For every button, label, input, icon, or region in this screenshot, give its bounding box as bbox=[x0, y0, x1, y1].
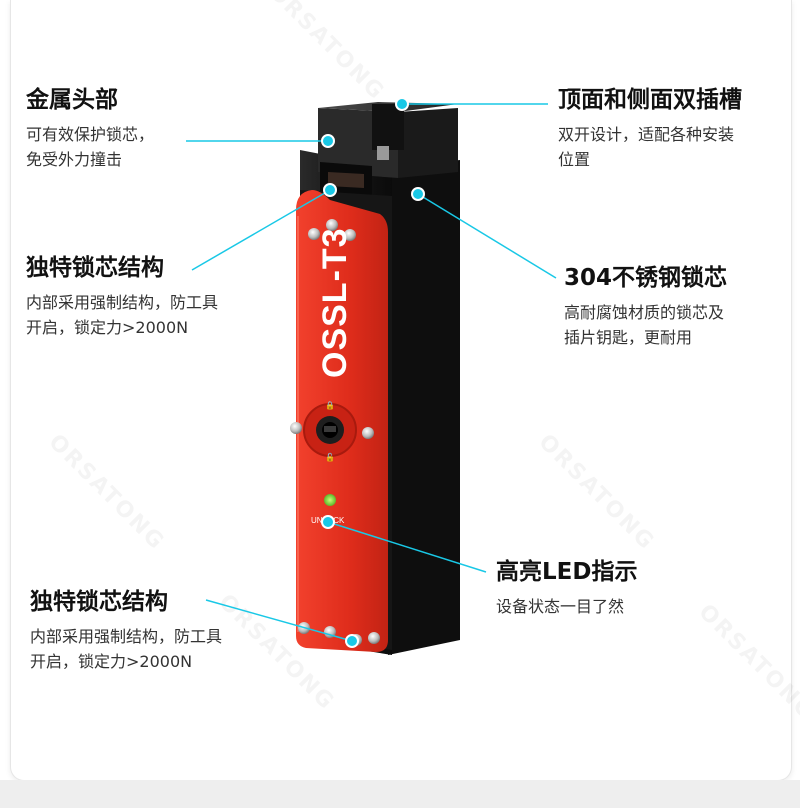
screw bbox=[362, 427, 374, 439]
desc-line: 高耐腐蚀材质的锁芯及 bbox=[564, 303, 725, 322]
feature-title: 304不锈钢锁芯 bbox=[564, 265, 728, 291]
screw bbox=[344, 229, 356, 241]
feature-desc: 双开设计，适配各种安装 位置 bbox=[558, 122, 742, 172]
feature-desc: 可有效保护锁芯， 免受外力撞击 bbox=[26, 122, 154, 172]
desc-line: 内部采用强制结构，防工具 bbox=[30, 627, 223, 646]
side-slot-inner bbox=[328, 172, 364, 188]
screw bbox=[368, 632, 380, 644]
metal-head-side bbox=[398, 108, 458, 178]
screw bbox=[290, 422, 302, 434]
callout-led bbox=[327, 521, 487, 573]
feature-core-top: 独特锁芯结构 内部采用强制结构，防工具 开启，锁定力>2000N bbox=[26, 254, 218, 340]
svg-text:🔓: 🔓 bbox=[325, 452, 335, 462]
feature-slots: 顶面和侧面双插槽 双开设计，适配各种安装 位置 bbox=[558, 86, 742, 172]
callout-lines bbox=[186, 97, 557, 648]
feature-desc: 高耐腐蚀材质的锁芯及 插片钥匙，更耐用 bbox=[564, 300, 727, 350]
desc-line: 插片钥匙，更耐用 bbox=[564, 328, 693, 347]
callout-core-top bbox=[191, 189, 331, 271]
desc-line: 开启，锁定力>2000N bbox=[30, 652, 193, 671]
feature-led: 高亮LED指示 设备状态一目了然 bbox=[496, 558, 637, 619]
top-slot bbox=[372, 104, 404, 150]
feature-desc: 内部采用强制结构，防工具 开启，锁定力>2000N bbox=[26, 290, 218, 340]
screw bbox=[308, 228, 320, 240]
callout-steel bbox=[417, 193, 557, 279]
desc-line: 设备状态一目了然 bbox=[496, 597, 625, 616]
feature-title: 顶面和侧面双插槽 bbox=[558, 87, 742, 113]
callout-core-bottom bbox=[205, 599, 353, 642]
svg-text:🔒: 🔒 bbox=[325, 401, 335, 410]
model-label: OSSL-T3 bbox=[316, 227, 354, 378]
feature-head: 金属头部 可有效保护锁芯， 免受外力撞击 bbox=[26, 86, 154, 172]
led-indicator bbox=[324, 494, 336, 506]
desc-line: 免受外力撞击 bbox=[26, 150, 123, 169]
side-face bbox=[388, 160, 460, 655]
bottom-band bbox=[0, 780, 800, 808]
feature-desc: 内部采用强制结构，防工具 开启，锁定力>2000N bbox=[30, 624, 222, 674]
feature-steel: 304不锈钢锁芯 高耐腐蚀材质的锁芯及 插片钥匙，更耐用 bbox=[564, 264, 727, 350]
feature-title: 独特锁芯结构 bbox=[26, 255, 164, 281]
feature-title: 金属头部 bbox=[26, 87, 118, 113]
feature-core-bottom: 独特锁芯结构 内部采用强制结构，防工具 开启，锁定力>2000N bbox=[30, 588, 222, 674]
key-lock-dial: 🔒 🔓 bbox=[303, 401, 357, 462]
desc-line: 位置 bbox=[558, 150, 591, 169]
desc-line: 可有效保护锁芯， bbox=[26, 125, 155, 144]
slot-insert bbox=[377, 146, 389, 160]
desc-line: 双开设计，适配各种安装 bbox=[558, 125, 735, 144]
feature-title: 独特锁芯结构 bbox=[30, 589, 168, 615]
desc-line: 内部采用强制结构，防工具 bbox=[26, 293, 219, 312]
feature-title: 高亮LED指示 bbox=[496, 559, 638, 585]
feature-desc: 设备状态一目了然 bbox=[496, 594, 637, 619]
desc-line: 开启，锁定力>2000N bbox=[26, 318, 189, 337]
screw bbox=[326, 219, 338, 231]
